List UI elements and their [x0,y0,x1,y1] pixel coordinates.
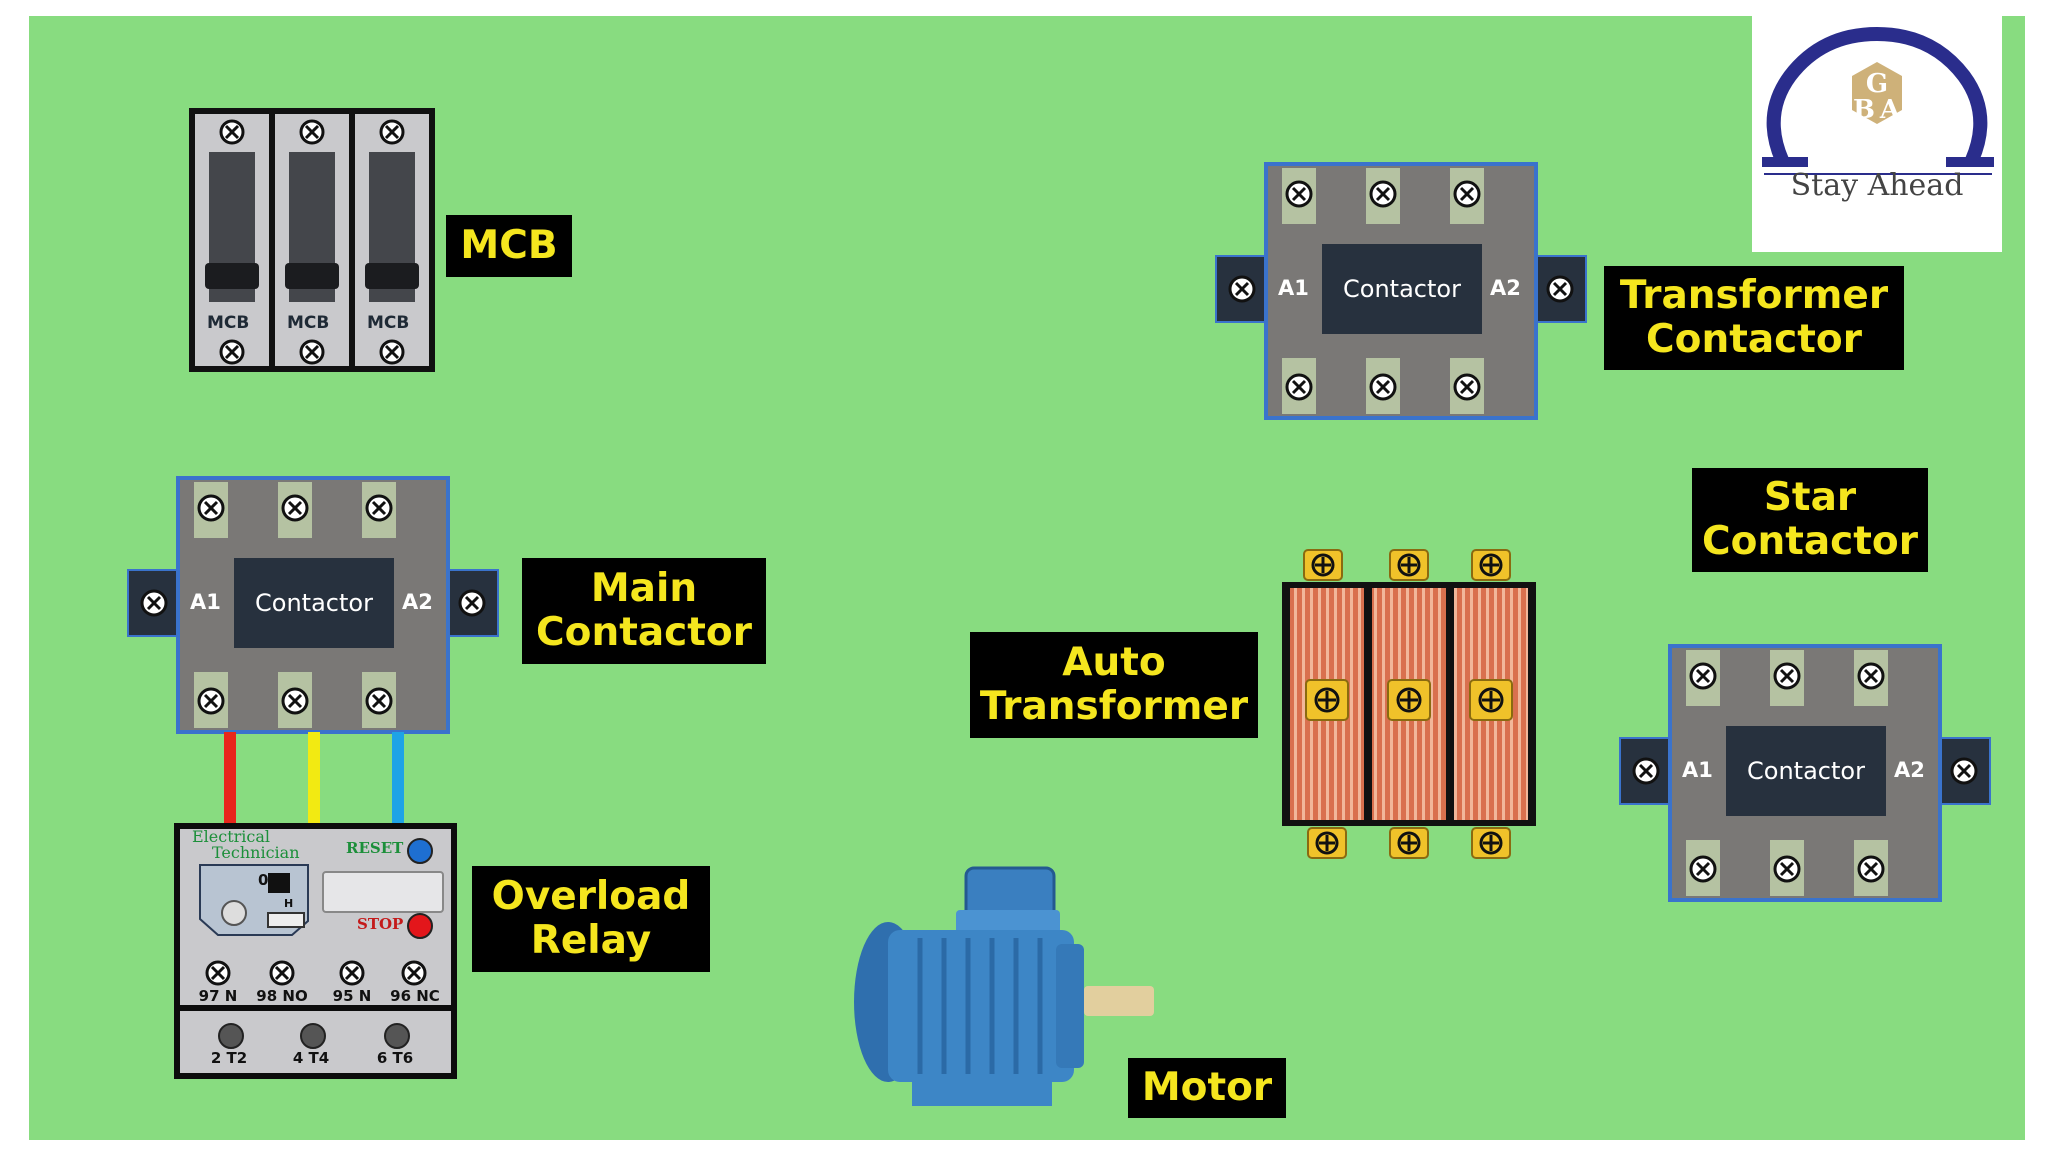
main-contactor-screw-icon [281,494,309,522]
main-contactor-screw-icon [365,687,393,715]
star-contactor: Contactor A1 A2 [1618,644,1992,902]
overload-brand-line2: Technician [212,843,300,862]
main-contactor-screw-icon [197,494,225,522]
mcb-pole-label: MCB [287,313,330,333]
star-contactor-screw-icon [1773,662,1801,690]
star-contactor-coil-screw-icon [1632,757,1660,785]
star-contactor-screw-icon [1773,855,1801,883]
aux-terminal-screw-icon [205,960,231,986]
dial-h-label: H [284,897,294,910]
star-contactor-body-label: Contactor [1726,726,1886,816]
star-contactor-coil-screw-icon [1950,757,1978,785]
mcb-top-screw-icon [299,119,325,145]
main-contactor-screw-icon [281,687,309,715]
aux-terminal-screw-icon [339,960,365,986]
main-contactor: Contactor A1 A2 [126,476,500,734]
logo-letter-b: B [1853,95,1875,125]
transformer-contactor-body [1215,162,1587,420]
mcb-pole-label: MCB [207,313,250,333]
main-contactor-a1-label: A1 [190,590,221,614]
star-contactor-screw-icon [1689,662,1717,690]
stop-button[interactable] [407,913,433,939]
mcb-bottom-screw-icon [379,339,405,365]
wire-blue [392,732,404,826]
aux-terminal-label: 95 N [332,987,372,1005]
star-contactor-a1-label: A1 [1682,758,1713,782]
transformer-contactor-screw-icon [1285,180,1313,208]
transformer-contactor: Contactor A1 A2 [1214,162,1588,420]
reset-button[interactable] [407,838,433,864]
mcb-group: MCB MCB MCB [189,108,435,372]
load-terminal-dot [300,1023,326,1049]
motor-icon [854,866,1154,1106]
logo-omega-icon: G B A [1762,26,1994,175]
wire-yellow [308,732,320,826]
overload-relay: Electrical Technician RESET STOP 0 H 97 … [174,823,457,1079]
aux-terminal-screw-icon [269,960,295,986]
star-contactor-a2-label: A2 [1894,758,1925,782]
transformer-contactor-coil-screw-icon [1228,275,1256,303]
load-terminal-dot [218,1023,244,1049]
transformer-contactor-screw-icon [1453,373,1481,401]
star-contactor-screw-icon [1857,662,1885,690]
mcb-pole-label: MCB [367,313,410,333]
overload-stop-label: STOP [357,915,404,933]
load-terminal-dot [384,1023,410,1049]
aux-terminal-label: 96 NC [390,987,440,1005]
overload-brand-line1: Electrical [192,827,271,846]
star-contactor-screw-icon [1857,855,1885,883]
main-contactor-coil-screw-icon [140,589,168,617]
mcb-bottom-screw-icon [219,339,245,365]
main-contactor-screw-icon [365,494,393,522]
mcb-bottom-screw-icon [299,339,325,365]
transformer-contactor-a2-label: A2 [1490,276,1521,300]
transformer-contactor-coil-screw-icon [1546,275,1574,303]
aux-terminal-screw-icon [401,960,427,986]
aux-terminal-label: 98 NO [256,987,308,1005]
star-contactor-body [1619,644,1991,902]
logo-letter-g: G [1866,69,1888,99]
overload-window [322,871,444,913]
transformer-contactor-body-label: Contactor [1322,244,1482,334]
transformer-contactor-screw-icon [1369,180,1397,208]
transformer-contactor-screw-icon [1369,373,1397,401]
dial-zero-label: 0 [258,871,269,889]
logo: G B A Stay Ahead [1752,14,2002,252]
transformer-contactor-a1-label: A1 [1278,276,1309,300]
main-contactor-coil-screw-icon [458,589,486,617]
mcb-body [189,108,435,372]
logo-tagline: Stay Ahead [1790,168,1964,203]
transformer-contactor-screw-icon [1453,180,1481,208]
current-dial-icon[interactable] [196,861,314,939]
mcb-top-screw-icon [379,119,405,145]
wire-red [224,732,236,826]
mcb-label: MCB [446,215,572,277]
mcb-top-screw-icon [219,119,245,145]
wires [224,732,404,826]
aux-terminal-label: 97 N [198,987,238,1005]
main-contactor-a2-label: A2 [402,590,433,614]
load-terminal-label: 2 T2 [210,1049,248,1067]
overload-reset-label: RESET [346,839,404,857]
main-contactor-body-label: Contactor [234,558,394,648]
load-terminal-label: 6 T6 [376,1049,414,1067]
logo-letter-a: A [1879,95,1901,125]
star-contactor-screw-icon [1689,855,1717,883]
transformer-contactor-screw-icon [1285,373,1313,401]
motor-label: Motor [1128,1058,1286,1118]
load-terminal-label: 4 T4 [292,1049,330,1067]
auto-transformer-icon [1282,549,1536,859]
main-contactor-screw-icon [197,687,225,715]
